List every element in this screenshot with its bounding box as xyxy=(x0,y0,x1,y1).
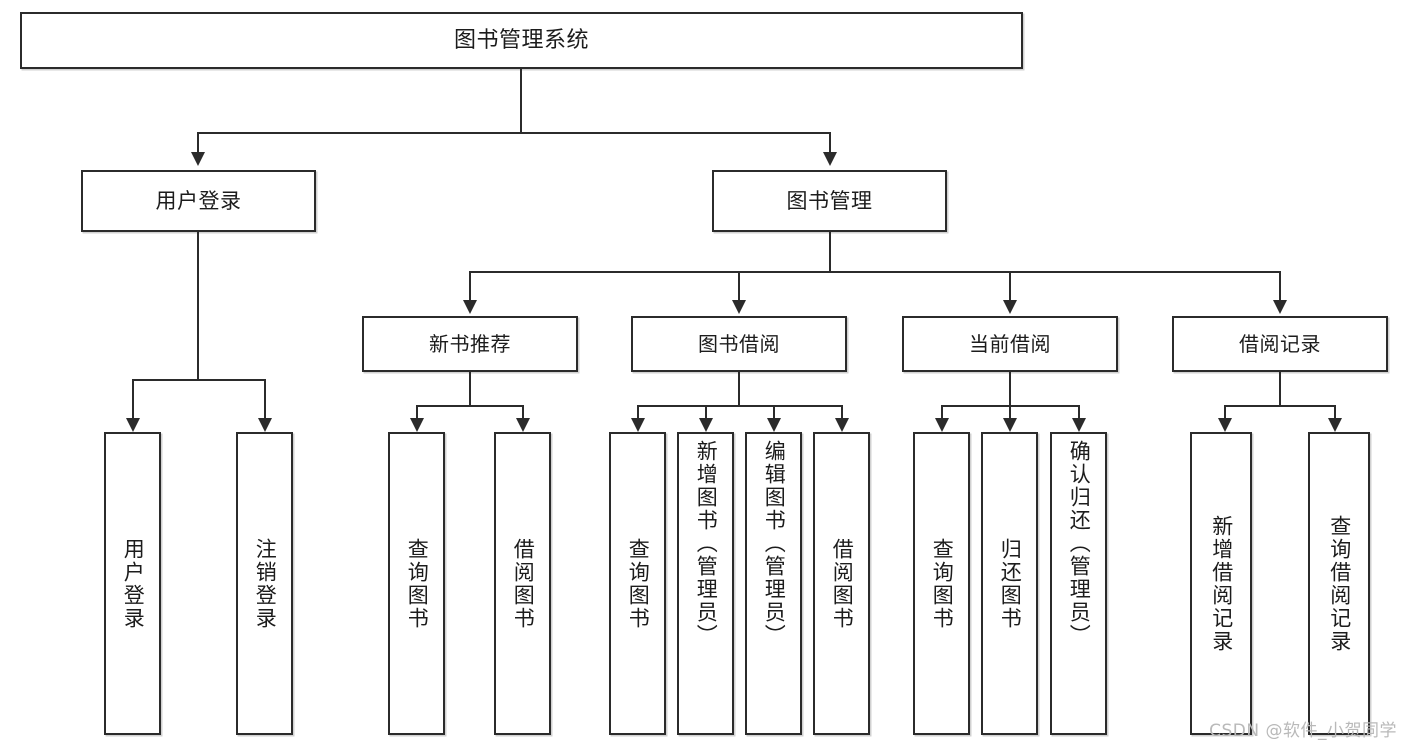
leaf-user-logout[interactable]: 注销登录 xyxy=(236,432,293,735)
leaf-borrow-book[interactable]: 借阅图书 xyxy=(813,432,870,735)
arrow-newbook-leaf-2 xyxy=(516,418,530,432)
connector-newbook-drop-1 xyxy=(416,405,418,419)
connector-newbook-stem xyxy=(469,372,471,406)
node-label: 用户登录 xyxy=(121,537,146,630)
connector-currentborrow-drop-2 xyxy=(1009,405,1011,419)
arrow-bookborrow-leaf-2 xyxy=(699,418,713,432)
node-label: 借阅记录 xyxy=(1239,331,1321,356)
node-borrow-record[interactable]: 借阅记录 xyxy=(1172,316,1388,372)
connector-bookmgmt-bus xyxy=(469,271,1281,273)
node-label: 编辑图书（管理员） xyxy=(762,440,787,647)
arrow-root-to-userlogin xyxy=(191,152,205,166)
leaf-add-borrow-record[interactable]: 新增借阅记录 xyxy=(1190,432,1252,735)
arrow-userlogin-leaf-1 xyxy=(126,418,140,432)
leaf-return-book[interactable]: 归还图书 xyxy=(981,432,1038,735)
leaf-add-book-admin[interactable]: 新增图书（管理员） xyxy=(677,432,734,735)
arrow-bookborrow-leaf-3 xyxy=(767,418,781,432)
arrow-bookmgmt-to-borrow xyxy=(732,300,746,314)
node-label: 查询图书 xyxy=(930,537,955,630)
connector-bookmgmt-drop-4 xyxy=(1279,271,1281,302)
arrow-newbook-leaf-1 xyxy=(410,418,424,432)
node-root-system[interactable]: 图书管理系统 xyxy=(20,12,1023,69)
node-label: 注销登录 xyxy=(253,537,278,630)
leaf-query-book-borrow[interactable]: 查询图书 xyxy=(609,432,666,735)
arrow-currentborrow-leaf-1 xyxy=(935,418,949,432)
connector-bookmgmt-drop-3 xyxy=(1009,271,1011,302)
connector-newbook-drop-2 xyxy=(522,405,524,419)
connector-bookborrow-drop-3 xyxy=(773,405,775,419)
connector-currentborrow-stem xyxy=(1009,372,1011,406)
arrow-borrowrecord-leaf-1 xyxy=(1218,418,1232,432)
node-label: 查询借阅记录 xyxy=(1327,514,1352,653)
node-label: 借阅图书 xyxy=(830,537,855,630)
node-user-login[interactable]: 用户登录 xyxy=(81,170,316,232)
node-label: 借阅图书 xyxy=(511,537,536,630)
connector-bookmgmt-drop-1 xyxy=(469,271,471,302)
csdn-watermark: CSDN @软件_小贺同学 xyxy=(1209,721,1397,741)
arrow-currentborrow-leaf-3 xyxy=(1072,418,1086,432)
leaf-query-book-recommend[interactable]: 查询图书 xyxy=(388,432,445,735)
connector-borrowrecord-stem xyxy=(1279,372,1281,406)
leaf-query-book-current[interactable]: 查询图书 xyxy=(913,432,970,735)
arrow-userlogin-leaf-2 xyxy=(258,418,272,432)
connector-bookborrow-stem xyxy=(738,372,740,406)
arrow-bookmgmt-to-current xyxy=(1003,300,1017,314)
arrow-borrowrecord-leaf-2 xyxy=(1328,418,1342,432)
connector-bookmgmt-drop-2 xyxy=(738,271,740,302)
arrow-bookborrow-leaf-4 xyxy=(835,418,849,432)
leaf-borrow-book-recommend[interactable]: 借阅图书 xyxy=(494,432,551,735)
node-book-borrow[interactable]: 图书借阅 xyxy=(631,316,847,372)
connector-bookborrow-drop-4 xyxy=(841,405,843,419)
node-label: 归还图书 xyxy=(998,537,1023,630)
connector-root-bus xyxy=(197,132,831,134)
connector-root-to-userlogin xyxy=(197,132,199,153)
node-book-management[interactable]: 图书管理 xyxy=(712,170,947,232)
node-label: 新增图书（管理员） xyxy=(694,440,719,647)
connector-userlogin-bus xyxy=(132,379,265,381)
connector-bookborrow-bus xyxy=(637,405,843,407)
node-label: 图书管理 xyxy=(786,188,873,213)
node-label: 查询图书 xyxy=(626,537,651,630)
connector-borrowrecord-bus xyxy=(1224,405,1336,407)
arrow-bookmgmt-to-record xyxy=(1273,300,1287,314)
leaf-edit-book-admin[interactable]: 编辑图书（管理员） xyxy=(745,432,802,735)
node-label: 图书管理系统 xyxy=(453,27,589,53)
connector-userlogin-drop-1 xyxy=(132,379,134,419)
connector-bookborrow-drop-2 xyxy=(705,405,707,419)
connector-bookmgmt-stem xyxy=(829,232,831,272)
connector-userlogin-stem xyxy=(197,232,199,380)
connector-userlogin-drop-2 xyxy=(264,379,266,419)
node-label: 确认归还（管理员） xyxy=(1067,440,1092,647)
node-current-borrow[interactable]: 当前借阅 xyxy=(902,316,1118,372)
node-label: 当前借阅 xyxy=(969,331,1051,356)
node-label: 用户登录 xyxy=(155,188,242,213)
node-label: 新增借阅记录 xyxy=(1209,514,1234,653)
connector-borrowrecord-drop-2 xyxy=(1334,405,1336,419)
node-label: 新书推荐 xyxy=(429,331,511,356)
connector-currentborrow-drop-3 xyxy=(1078,405,1080,419)
arrow-root-to-bookmgmt xyxy=(823,152,837,166)
connector-borrowrecord-drop-1 xyxy=(1224,405,1226,419)
connector-root-to-bookmgmt xyxy=(829,132,831,153)
arrow-bookborrow-leaf-1 xyxy=(631,418,645,432)
node-label: 查询图书 xyxy=(405,537,430,630)
leaf-confirm-return-admin[interactable]: 确认归还（管理员） xyxy=(1050,432,1107,735)
node-label: 图书借阅 xyxy=(698,331,780,356)
leaf-user-login[interactable]: 用户登录 xyxy=(104,432,161,735)
arrow-currentborrow-leaf-2 xyxy=(1003,418,1017,432)
arrow-bookmgmt-to-newbook xyxy=(463,300,477,314)
connector-root-stem xyxy=(520,69,522,133)
leaf-query-borrow-record[interactable]: 查询借阅记录 xyxy=(1308,432,1370,735)
node-new-book-recommend[interactable]: 新书推荐 xyxy=(362,316,578,372)
connector-currentborrow-drop-1 xyxy=(941,405,943,419)
connector-newbook-bus xyxy=(416,405,524,407)
connector-bookborrow-drop-1 xyxy=(637,405,639,419)
